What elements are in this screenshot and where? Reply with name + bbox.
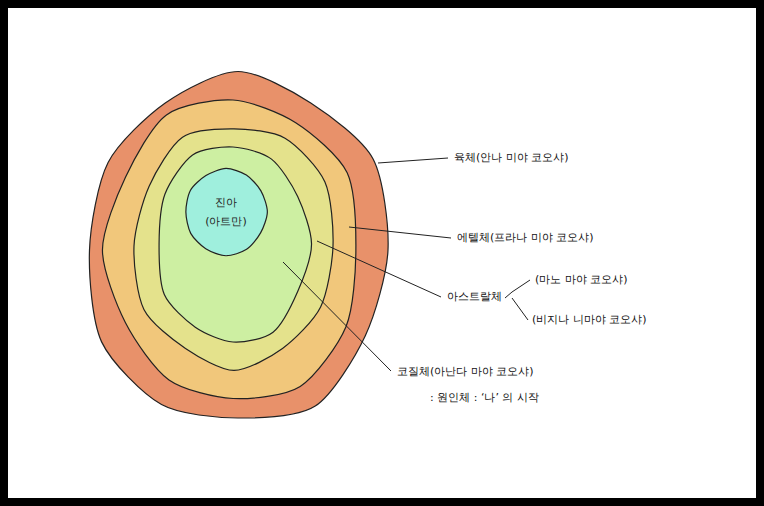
- bracket: [505, 280, 530, 320]
- core-shape: [186, 168, 267, 255]
- node-text: (아트만): [205, 215, 247, 228]
- callout-label: (비지나 니마야 코오샤): [530, 313, 649, 326]
- leader-line: [378, 158, 448, 163]
- core-outline: [182, 166, 270, 258]
- core-circle: 진아 (아트만): [182, 166, 270, 258]
- node-text: 진아: [215, 196, 237, 209]
- leader-line: [349, 227, 451, 238]
- callout-label: 아스트랄체: [445, 290, 504, 303]
- body-layer: [89, 72, 388, 419]
- callout-label: 코질체(아난다 마야 코오샤): [395, 365, 536, 378]
- body-layer: [102, 100, 355, 399]
- leader-line: [317, 241, 441, 297]
- leader-line: [283, 262, 391, 371]
- callout-label: 에텔체(프라나 미야 코오샤): [455, 231, 596, 244]
- body-layer: [134, 129, 333, 371]
- callout-label: (마노 마야 코오샤): [533, 273, 630, 286]
- callout-label: : 원인체 : ‘나’ 의 시작: [428, 391, 541, 404]
- body-layer: [159, 147, 311, 342]
- callout-label: 육체(안나 미야 코오샤): [452, 151, 571, 164]
- background: [8, 8, 756, 498]
